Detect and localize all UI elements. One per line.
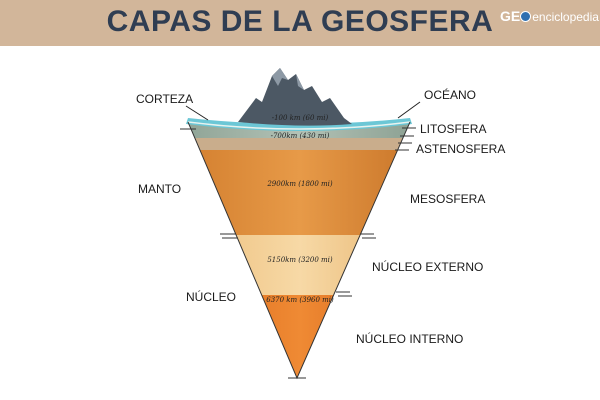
corteza-leader — [185, 105, 209, 121]
header-bar: CAPAS DE LA GEOSFERA GE enciclopedia — [0, 0, 600, 46]
label-litosfera: LITOSFERA — [420, 122, 487, 136]
depth-mesosfera: 2900km (1800 mi) — [267, 180, 333, 188]
geosphere-diagram: CORTEZA OCÉANO LITOSFERA ASTENOSFERA MAN… — [0, 46, 600, 400]
mesosfera-layer — [188, 150, 410, 235]
crust-edge — [187, 121, 411, 130]
page-title: CAPAS DE LA GEOSFERA — [106, 5, 494, 38]
label-oceano: OCÉANO — [424, 88, 477, 102]
label-manto: MANTO — [138, 182, 182, 196]
cone-illustration — [180, 68, 421, 380]
globe-icon — [520, 11, 532, 22]
label-astenosfera: ASTENOSFERA — [416, 142, 506, 156]
label-nucleo-interno: NÚCLEO INTERNO — [356, 332, 464, 346]
astenosfera-layer — [188, 138, 410, 150]
depth-nucleo-externo: 5150km (3200 mi) — [267, 256, 333, 264]
brand-prefix: GE — [500, 8, 521, 24]
oceano-leader — [397, 101, 421, 119]
tick-marks — [180, 127, 416, 379]
label-nucleo-externo: NÚCLEO EXTERNO — [372, 260, 484, 274]
brand-suffix: enciclopedia — [532, 10, 599, 24]
label-nucleo: NÚCLEO — [186, 290, 237, 304]
depth-nucleo-interno: 6370 km (3960 mi) — [266, 296, 334, 304]
brand-logo[interactable]: GE enciclopedia — [500, 8, 599, 24]
label-corteza: CORTEZA — [136, 92, 194, 106]
mountain-snow — [272, 68, 304, 90]
mountain-illustration — [238, 68, 352, 126]
depth-astenosfera: -700km (430 mi) — [270, 132, 330, 140]
depth-litosfera: -100 km (60 mi) — [271, 114, 329, 122]
label-mesosfera: MESOSFERA — [410, 192, 486, 206]
